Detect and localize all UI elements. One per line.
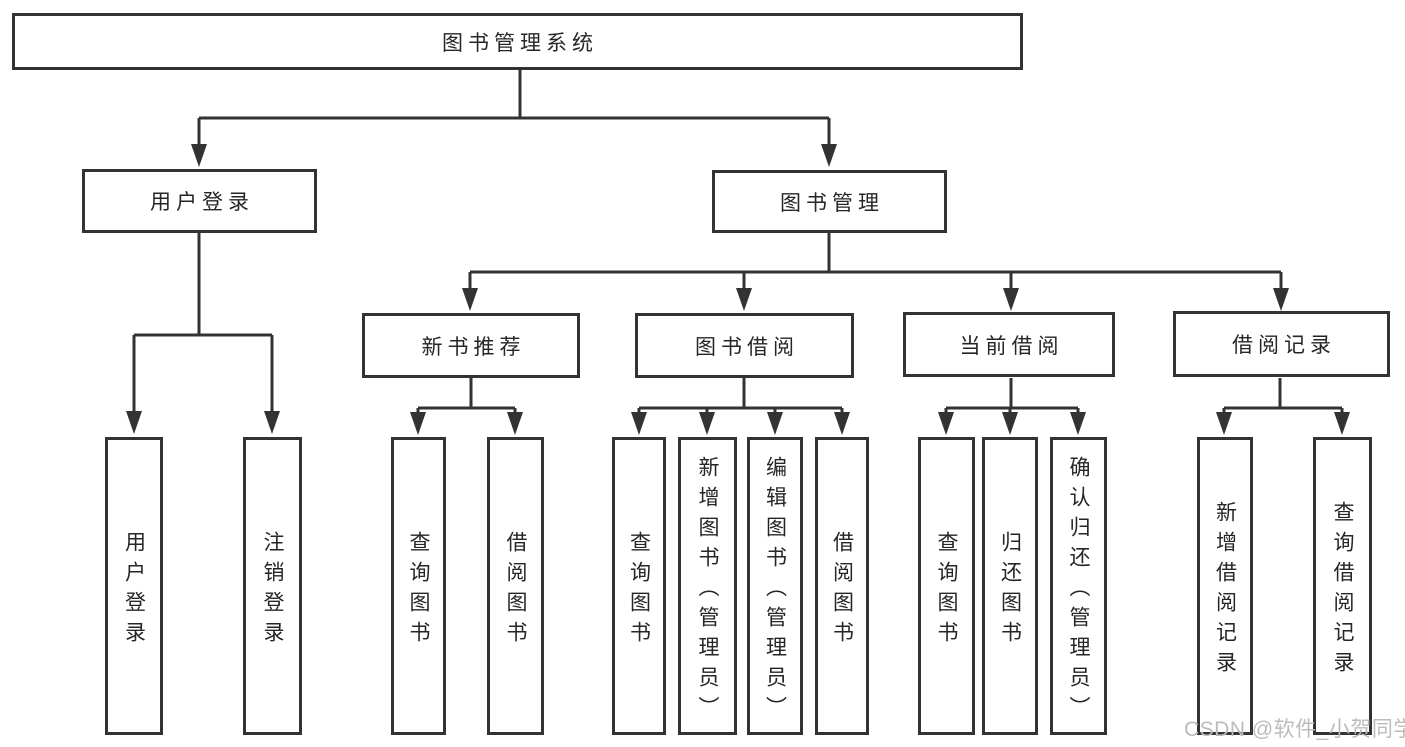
node-label: 查询借阅记录 bbox=[1331, 500, 1354, 681]
leaf-add-book-admin: 新增图书（管理员） bbox=[678, 437, 737, 735]
node-label: 用户登录 bbox=[122, 530, 146, 651]
leaf-borrow-book: 借阅图书 bbox=[487, 437, 544, 735]
node-library-system-root: 图书管理系统 bbox=[12, 13, 1023, 70]
leaf-return-book: 归还图书 bbox=[982, 437, 1038, 735]
node-label: 新书推荐 bbox=[421, 335, 526, 359]
node-borrow-record: 借阅记录 bbox=[1173, 311, 1390, 377]
arrowheads bbox=[126, 144, 1350, 435]
node-label: 注销登录 bbox=[261, 530, 284, 651]
leaf-add-borrow-record: 新增借阅记录 bbox=[1197, 437, 1253, 735]
leaf-confirm-return-admin: 确认归还（管理员） bbox=[1050, 437, 1107, 735]
node-label: 图书管理系统 bbox=[442, 31, 598, 55]
leaf-edit-book-admin: 编辑图书（管理员） bbox=[747, 437, 803, 735]
leaf-user-login: 用户登录 bbox=[105, 437, 163, 735]
node-label: 查询图书 bbox=[407, 530, 430, 651]
node-label: 借阅图书 bbox=[504, 530, 527, 651]
node-label: 确认归还（管理员） bbox=[1067, 455, 1090, 726]
leaf-query-borrow-record: 查询借阅记录 bbox=[1313, 437, 1372, 735]
leaf-query-book: 查询图书 bbox=[918, 437, 975, 735]
node-label: 新增借阅记录 bbox=[1213, 500, 1237, 681]
leaf-logout: 注销登录 bbox=[243, 437, 302, 735]
node-label: 查询图书 bbox=[935, 530, 958, 651]
node-book-borrow: 图书借阅 bbox=[635, 313, 854, 378]
node-label: 归还图书 bbox=[998, 530, 1022, 651]
leaf-query-book: 查询图书 bbox=[612, 437, 666, 735]
node-label: 图书借阅 bbox=[695, 335, 799, 359]
leaf-query-book: 查询图书 bbox=[391, 437, 446, 735]
node-label: 编辑图书（管理员） bbox=[763, 455, 787, 726]
node-label: 新增图书（管理员） bbox=[696, 455, 719, 726]
node-new-book-recommend: 新书推荐 bbox=[362, 313, 580, 378]
node-label: 查询图书 bbox=[627, 530, 651, 651]
node-book-management: 图书管理 bbox=[712, 170, 947, 233]
node-label: 当前借阅 bbox=[959, 334, 1064, 358]
node-label: 借阅图书 bbox=[830, 530, 854, 651]
node-current-borrow: 当前借阅 bbox=[903, 312, 1115, 377]
node-label: 借阅记录 bbox=[1232, 334, 1336, 357]
node-user-login: 用户登录 bbox=[82, 169, 317, 233]
csdn-watermark: CSDN @软件_小贺同学 bbox=[1184, 718, 1405, 741]
leaf-borrow-book: 借阅图书 bbox=[815, 437, 869, 735]
node-label: 用户登录 bbox=[150, 191, 254, 214]
node-label: 图书管理 bbox=[780, 191, 884, 215]
